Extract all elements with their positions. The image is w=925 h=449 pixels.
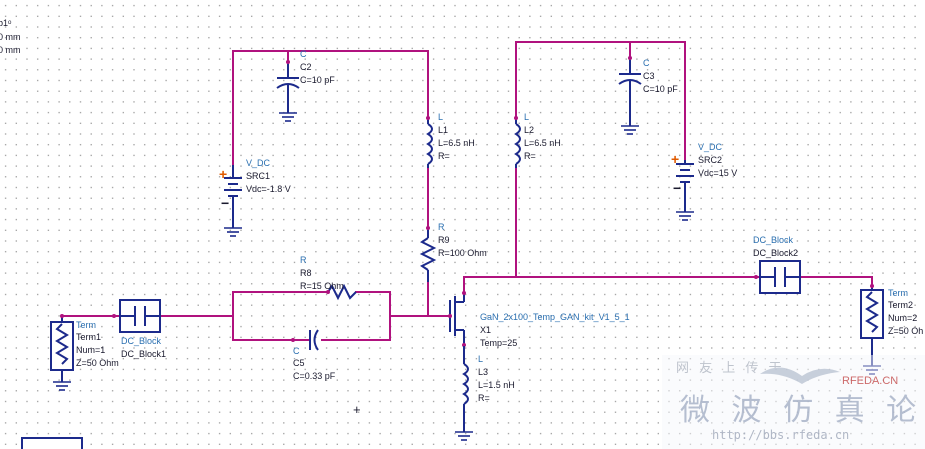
wire-r8-left[interactable]	[232, 291, 329, 317]
src1-name-label: SRC1	[246, 171, 270, 181]
watermark-small-text: 网 友 上 传 于	[676, 360, 785, 376]
dc-source-src1[interactable]	[224, 165, 242, 237]
watermark-large-text: 微 波 仿 真 论 坛	[680, 393, 925, 428]
src2-type-label: V_DC	[698, 142, 723, 152]
l3-value-label: L=1.5 nH	[478, 380, 515, 390]
inductor-l1[interactable]	[426, 116, 433, 168]
dc-block-1[interactable]	[112, 299, 161, 333]
term1-z-label: Z=50 Ohm	[76, 358, 119, 368]
x1-type-label: GaN_2x100_Temp_GAN_kit_V1_5_1	[480, 312, 630, 322]
dc-block-2[interactable]	[754, 260, 801, 294]
corner-note-line3: 0 mm	[0, 45, 21, 55]
c3-value-label: C=10 pF	[643, 84, 678, 94]
x1-name-label: X1	[480, 325, 491, 335]
l3-extra-label: R=	[478, 393, 490, 403]
corner-note-line2: 0 mm	[0, 32, 21, 42]
wire-drain-supply-loop[interactable]	[515, 41, 686, 161]
watermark: 网 友 上 传 于 RFEDA.CN 微 波 仿 真 论 坛 http://bb…	[662, 355, 925, 449]
l2-type-label: L	[524, 112, 529, 122]
l3-name-label: L3	[478, 367, 488, 377]
r8-name-label: R8	[300, 268, 312, 278]
dc-source-src2[interactable]	[676, 160, 694, 221]
src1-plus-mark: +	[219, 166, 227, 182]
r9-name-label: R9	[438, 235, 450, 245]
c3-name-label: C3	[643, 71, 655, 81]
r9-type-label: R	[438, 222, 445, 232]
watermark-url: http://bbs.rfeda.cn	[712, 428, 849, 442]
wire-l2-drain[interactable]	[463, 167, 517, 293]
x1-value-label: Temp=25	[480, 338, 517, 348]
wires	[61, 41, 873, 341]
l1-value-label: L=6.5 nH	[438, 138, 475, 148]
wire-r8-right[interactable]	[355, 291, 391, 317]
term1-name-label: Term1	[76, 332, 101, 342]
capacitor-c3[interactable]	[618, 56, 642, 135]
term2-z-label: Z=50 Oh	[888, 326, 923, 336]
l2-value-label: L=6.5 nH	[524, 138, 561, 148]
term2-name-label: Term2	[888, 300, 913, 310]
l1-type-label: L	[438, 112, 443, 122]
l1-name-label: L1	[438, 125, 448, 135]
capacitor-c5[interactable]	[291, 329, 319, 351]
c2-value-label: C=10 pF	[300, 75, 335, 85]
capacitor-c2[interactable]	[276, 60, 300, 122]
r8-type-label: R	[300, 255, 307, 265]
r9-value-label: R=100 Ohm	[438, 248, 487, 258]
wire-gate-supply-loop[interactable]	[232, 50, 429, 166]
c2-name-label: C2	[300, 62, 312, 72]
dcb1-type-label: DC_Block	[121, 336, 162, 346]
term1-type-label: Term	[76, 320, 96, 330]
dcb2-type-label: DC_Block	[753, 235, 794, 245]
term2-num-label: Num=2	[888, 313, 917, 323]
resistor-r9[interactable]	[419, 226, 437, 282]
inductor-l2[interactable]	[514, 116, 521, 168]
l1-extra-label: R=	[438, 151, 450, 161]
c5-value-label: C=0.33 pF	[293, 371, 336, 381]
transistor-x1[interactable]	[448, 291, 466, 347]
src2-minus-mark: −	[673, 180, 681, 196]
watermark-brand: RFEDA.CN	[842, 375, 898, 387]
l2-name-label: L2	[524, 125, 534, 135]
r8-value-label: R=15 Ohm	[300, 281, 344, 291]
l2-extra-label: R=	[524, 151, 536, 161]
wire-c5-right[interactable]	[321, 315, 391, 341]
src2-value-label: Vdc=15 V	[698, 168, 737, 178]
src1-value-label: Vdc=-1.8 V	[246, 184, 291, 194]
placement-cursor: +	[353, 402, 361, 417]
watermark-bird-logo	[760, 367, 840, 384]
src1-minus-mark: −	[221, 195, 229, 211]
l3-type-label: L	[478, 354, 483, 364]
c3-type-label: C	[643, 58, 650, 68]
port-term2[interactable]	[860, 284, 884, 375]
src1-type-label: V_DC	[246, 158, 271, 168]
dcb2-name-label: DC_Block2	[753, 248, 798, 258]
dcb1-name-label: DC_Block1	[121, 349, 166, 359]
partial-component-box[interactable]	[21, 437, 83, 449]
term1-num-label: Num=1	[76, 345, 105, 355]
term2-type-label: Term	[888, 288, 908, 298]
corner-note-line1: b1ᵒ	[0, 18, 12, 28]
wire-c5-left[interactable]	[232, 315, 311, 341]
src2-name-label: SRC2	[698, 155, 722, 165]
resistor-r8[interactable]	[326, 283, 357, 301]
c2-type-label: C	[300, 49, 307, 59]
c5-name-label: C5	[293, 358, 305, 368]
inductor-l3[interactable]	[455, 346, 473, 441]
port-term1[interactable]	[50, 314, 74, 391]
c5-type-label: C	[293, 346, 300, 356]
src2-plus-mark: +	[671, 151, 679, 167]
